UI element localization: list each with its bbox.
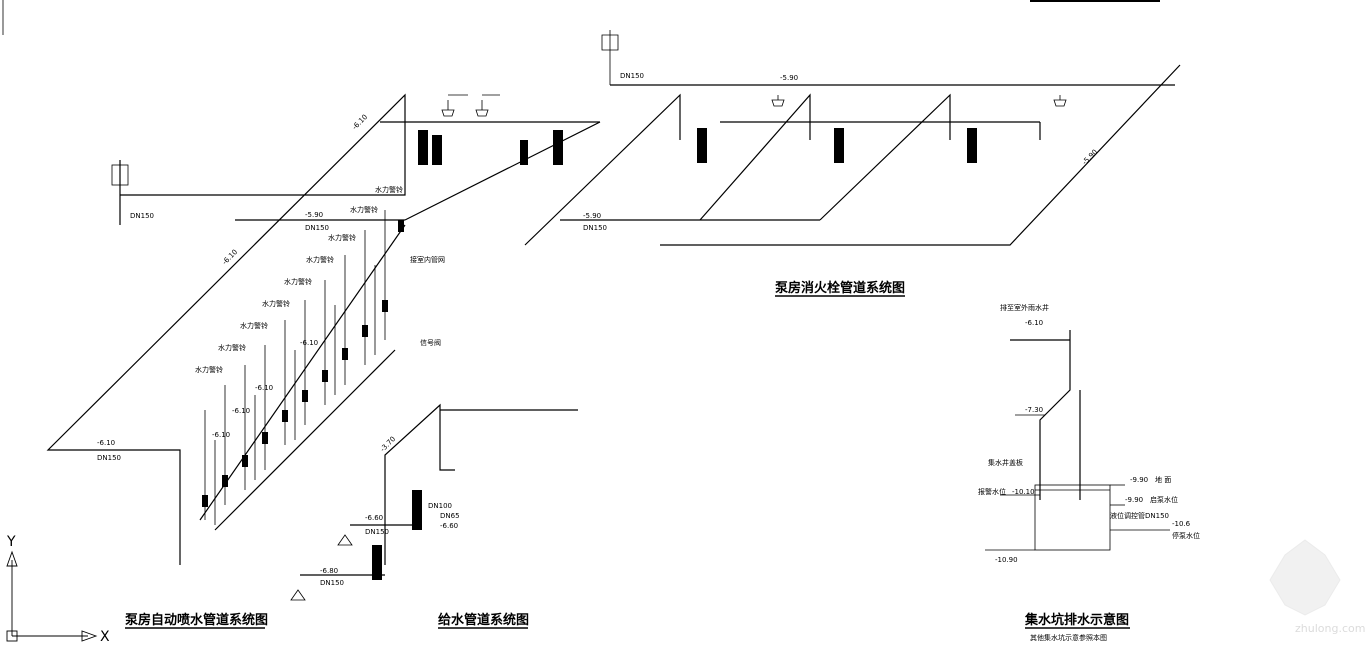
title-sump-sub: 其他集水坑示意参照本图 (1030, 633, 1107, 642)
sump-pipe-1 (1039, 330, 1071, 500)
sump-cover-label: 集水井盖板 (988, 458, 1023, 467)
axis-y-label: Y (6, 534, 16, 550)
title-water-supply: 给水管道系统图 (438, 612, 529, 628)
axis-x-label: X (100, 629, 110, 645)
sump-top-elev: -6.10 (1025, 319, 1043, 327)
supply-dn-1: DN150 (365, 528, 389, 536)
supply-pump-1 (412, 490, 422, 530)
sump-alarm-val: -10.10 (1012, 488, 1035, 496)
supply-dn-4: DN100 (428, 502, 452, 510)
sprinkler-diagonal-2 (214, 349, 396, 531)
hydrant-left-diag (524, 93, 681, 246)
supply-dn-2: DN150 (320, 579, 344, 587)
hydrant-pumps (697, 128, 977, 163)
hydrant-inlet-valve (601, 30, 619, 85)
alarm-label-8: 水力警铃 (350, 205, 378, 214)
sprinkler-heads (441, 100, 489, 117)
alarm-label-2: 水力警铃 (218, 343, 246, 352)
alarm-label-9: 水力警铃 (375, 185, 403, 194)
sprinkler-risers (204, 210, 386, 525)
supply-elev-3: -6.60 (440, 522, 458, 530)
sprinkler-system-diagram: 水力警铃 水力警铃 水力警铃 水力警铃 水力警铃 水力警铃 水力警铃 水力警铃 … (46, 93, 601, 565)
sprinkler-top-branch (404, 121, 601, 221)
to-outdoor-label: 接室内管网 (410, 255, 445, 264)
sprinkler-elev-c: -6.10 (232, 407, 250, 415)
watermark-logo: zhulong.com (1269, 539, 1365, 635)
sprinkler-dn-bottom: DN150 (97, 454, 121, 462)
sump-stop-label: 停泵水位 (1172, 531, 1200, 540)
supply-elev-2: -6.80 (320, 567, 338, 575)
alarm-label-6: 水力警铃 (306, 255, 334, 264)
sprinkler-elev-d: -6.10 (212, 431, 230, 439)
sump-top-label: 排至室外雨水井 (1000, 303, 1049, 312)
title-sump: 集水坑排水示意图 (1024, 612, 1129, 628)
supply-main (384, 403, 455, 565)
supply-sprinkler-heads (290, 534, 353, 601)
hydrant-diagram: DN150 -5.90 -5.90 DN150 -5.90 (524, 30, 1181, 246)
supply-elev-1: -6.60 (365, 514, 383, 522)
sump-diagram: 排至室外雨水井 -6.10 -7.30 集水井盖板 -9.90 地 面 报警水位… (978, 303, 1200, 564)
hydrant-heads (771, 95, 1067, 107)
alarm-label-3: 水力警铃 (240, 321, 268, 330)
watermark-text: zhulong.com (1295, 622, 1365, 635)
alarm-label-5: 水力警铃 (284, 277, 312, 286)
hydrant-riser-2 (699, 93, 811, 221)
alarm-label-1: 水力警铃 (195, 365, 223, 374)
sprinkler-elev-b: -6.10 (255, 384, 273, 392)
hydrant-dn-inlet: DN150 (620, 72, 644, 80)
sprinkler-elev-top: -6.10 (351, 113, 369, 131)
hydrant-elev-right: -5.90 (1081, 148, 1099, 166)
sump-elev-730: -7.30 (1025, 406, 1043, 414)
sprinkler-elev-bottom: -6.10 (97, 439, 115, 447)
supply-pump-2 (372, 545, 382, 580)
sprinkler-valves (202, 220, 404, 507)
signal-valve-label: 信号阀 (420, 338, 441, 347)
sprinkler-inlet-valve (111, 164, 129, 186)
sprinkler-elev-a: -6.10 (300, 339, 318, 347)
title-hydrant: 泵房消火栓管道系统图 (775, 280, 905, 296)
sprinkler-elev-mid: -5.90 (305, 211, 323, 219)
sprinkler-dn-left: DN150 (130, 212, 154, 220)
sprinkler-diagonal-1 (199, 224, 406, 521)
supply-elev-4: -3.70 (379, 435, 397, 453)
sprinkler-elev-diag: -6.10 (221, 248, 239, 266)
sprinkler-dn-mid: DN150 (305, 224, 329, 232)
hydrant-bottom-loop (660, 64, 1181, 246)
ucs-axis-icon: Y X (6, 534, 110, 645)
hydrant-elev-top: -5.90 (780, 74, 798, 82)
sprinkler-main-loop (46, 93, 406, 565)
sump-start-val: -9.90 (1125, 496, 1143, 504)
water-supply-diagram: -6.60 DN150 -6.80 DN150 -6.60 DN65 DN100… (290, 403, 578, 601)
sprinkler-pumps (418, 130, 563, 165)
sump-stop-val: -10.6 (1172, 520, 1191, 528)
sump-floor-label: 地 面 (1155, 475, 1171, 484)
title-sprinkler: 泵房自动喷水管道系统图 (125, 612, 268, 628)
sump-start-label: 启泵水位 (1150, 495, 1178, 504)
sump-alarm-label: 报警水位 (978, 487, 1006, 496)
sump-bottom-val: -10.90 (995, 556, 1018, 564)
alarm-label-4: 水力警铃 (262, 299, 290, 308)
alarm-label-7: 水力警铃 (328, 233, 356, 242)
sump-vent-label: 液位调控管DN150 (1110, 511, 1169, 520)
sump-pit (1034, 484, 1111, 551)
hydrant-elev-mid: -5.90 (583, 212, 601, 220)
supply-dn-3: DN65 (440, 512, 460, 520)
hydrant-dn-mid: DN150 (583, 224, 607, 232)
hydrant-riser-3 (819, 93, 951, 221)
sump-floor-val: -9.90 (1130, 476, 1148, 484)
